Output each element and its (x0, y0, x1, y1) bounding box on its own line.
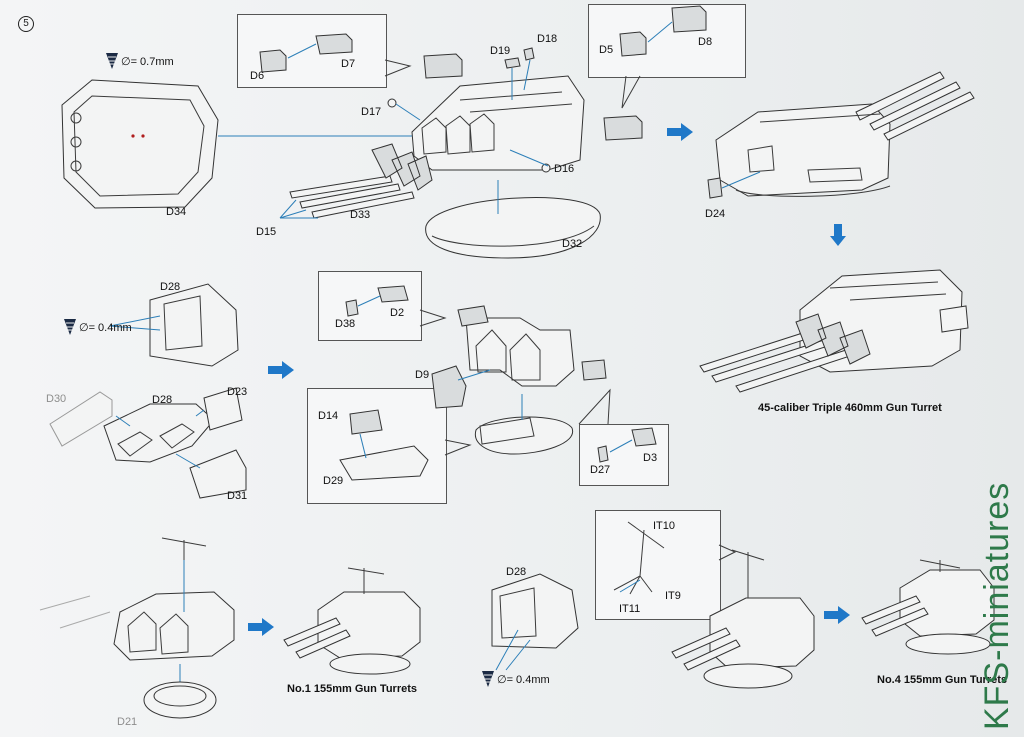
label-d32: D32 (562, 238, 583, 250)
label-d19: D19 (490, 45, 511, 57)
label-d29: D29 (323, 475, 344, 487)
label-d5: D5 (599, 44, 614, 56)
drill-bit-icon (64, 319, 76, 335)
step-number: 5 (18, 16, 34, 32)
part-d34 (61, 79, 219, 209)
watermark-text: KFS-miniatures (978, 481, 1016, 730)
label-d7: D7 (341, 58, 356, 70)
drill-bit-icon (482, 671, 494, 687)
part-main-turret-housing (411, 75, 585, 171)
label-d28-bottom: D28 (506, 566, 527, 578)
label-d18: D18 (537, 33, 558, 45)
drill-size-label: ∅= 0.4mm (497, 673, 550, 686)
caption-main-turret: 45-caliber Triple 460mm Gun Turret (758, 402, 942, 414)
watermark: KFS-miniatures (978, 480, 1018, 730)
drill-note-0-4mm-top: ∅= 0.4mm (64, 319, 132, 335)
drill-note-0-7mm: ∅= 0.7mm (106, 53, 174, 69)
label-d38: D38 (335, 318, 356, 330)
caption-no1-turret: No.1 155mm Gun Turrets (287, 683, 417, 695)
drill-bit-icon (106, 53, 118, 69)
callout-d38-d2 (318, 271, 422, 341)
arrow-right-icon (248, 618, 274, 636)
drill-note-0-4mm-bottom: ∅= 0.4mm (482, 671, 550, 687)
label-d31: D31 (227, 490, 248, 502)
part-d28-top (149, 283, 239, 367)
drill-size-label: ∅= 0.4mm (79, 321, 132, 334)
label-d6: D6 (250, 70, 265, 82)
label-d14: D14 (318, 410, 339, 422)
part-d32 (425, 196, 601, 259)
label-d34: D34 (166, 206, 187, 218)
caption-no4-turret: No.4 155mm Gun Turrets (877, 674, 1007, 686)
label-d17: D17 (361, 106, 382, 118)
label-d16: D16 (554, 163, 575, 175)
arrow-right-icon (824, 606, 850, 624)
part-d31 (189, 449, 247, 499)
drill-size-label: ∅= 0.7mm (121, 55, 174, 68)
label-d2: D2 (390, 307, 405, 319)
arrow-right-icon (667, 123, 693, 141)
callout-d14-d29 (307, 388, 447, 504)
label-d9: D9 (415, 369, 430, 381)
label-d33: D33 (350, 209, 371, 221)
label-d30: D30 (46, 393, 67, 405)
arrow-down-icon (830, 224, 846, 246)
label-it9: IT9 (665, 590, 681, 602)
label-d21: D21 (117, 716, 138, 728)
label-d23: D23 (227, 386, 248, 398)
arrow-right-icon (268, 361, 294, 379)
callout-d6-d7 (237, 14, 387, 88)
callout-it-parts (595, 510, 721, 620)
label-d8: D8 (698, 36, 713, 48)
label-it10: IT10 (653, 520, 676, 532)
callout-d5-d8 (588, 4, 746, 78)
part-d21 (143, 681, 217, 719)
label-d15: D15 (256, 226, 277, 238)
label-it11: IT11 (619, 603, 641, 615)
label-d3: D3 (643, 452, 658, 464)
label-d28-top: D28 (160, 281, 181, 293)
label-d27: D27 (590, 464, 611, 476)
label-d28-mid: D28 (152, 394, 173, 406)
label-d24: D24 (705, 208, 726, 220)
